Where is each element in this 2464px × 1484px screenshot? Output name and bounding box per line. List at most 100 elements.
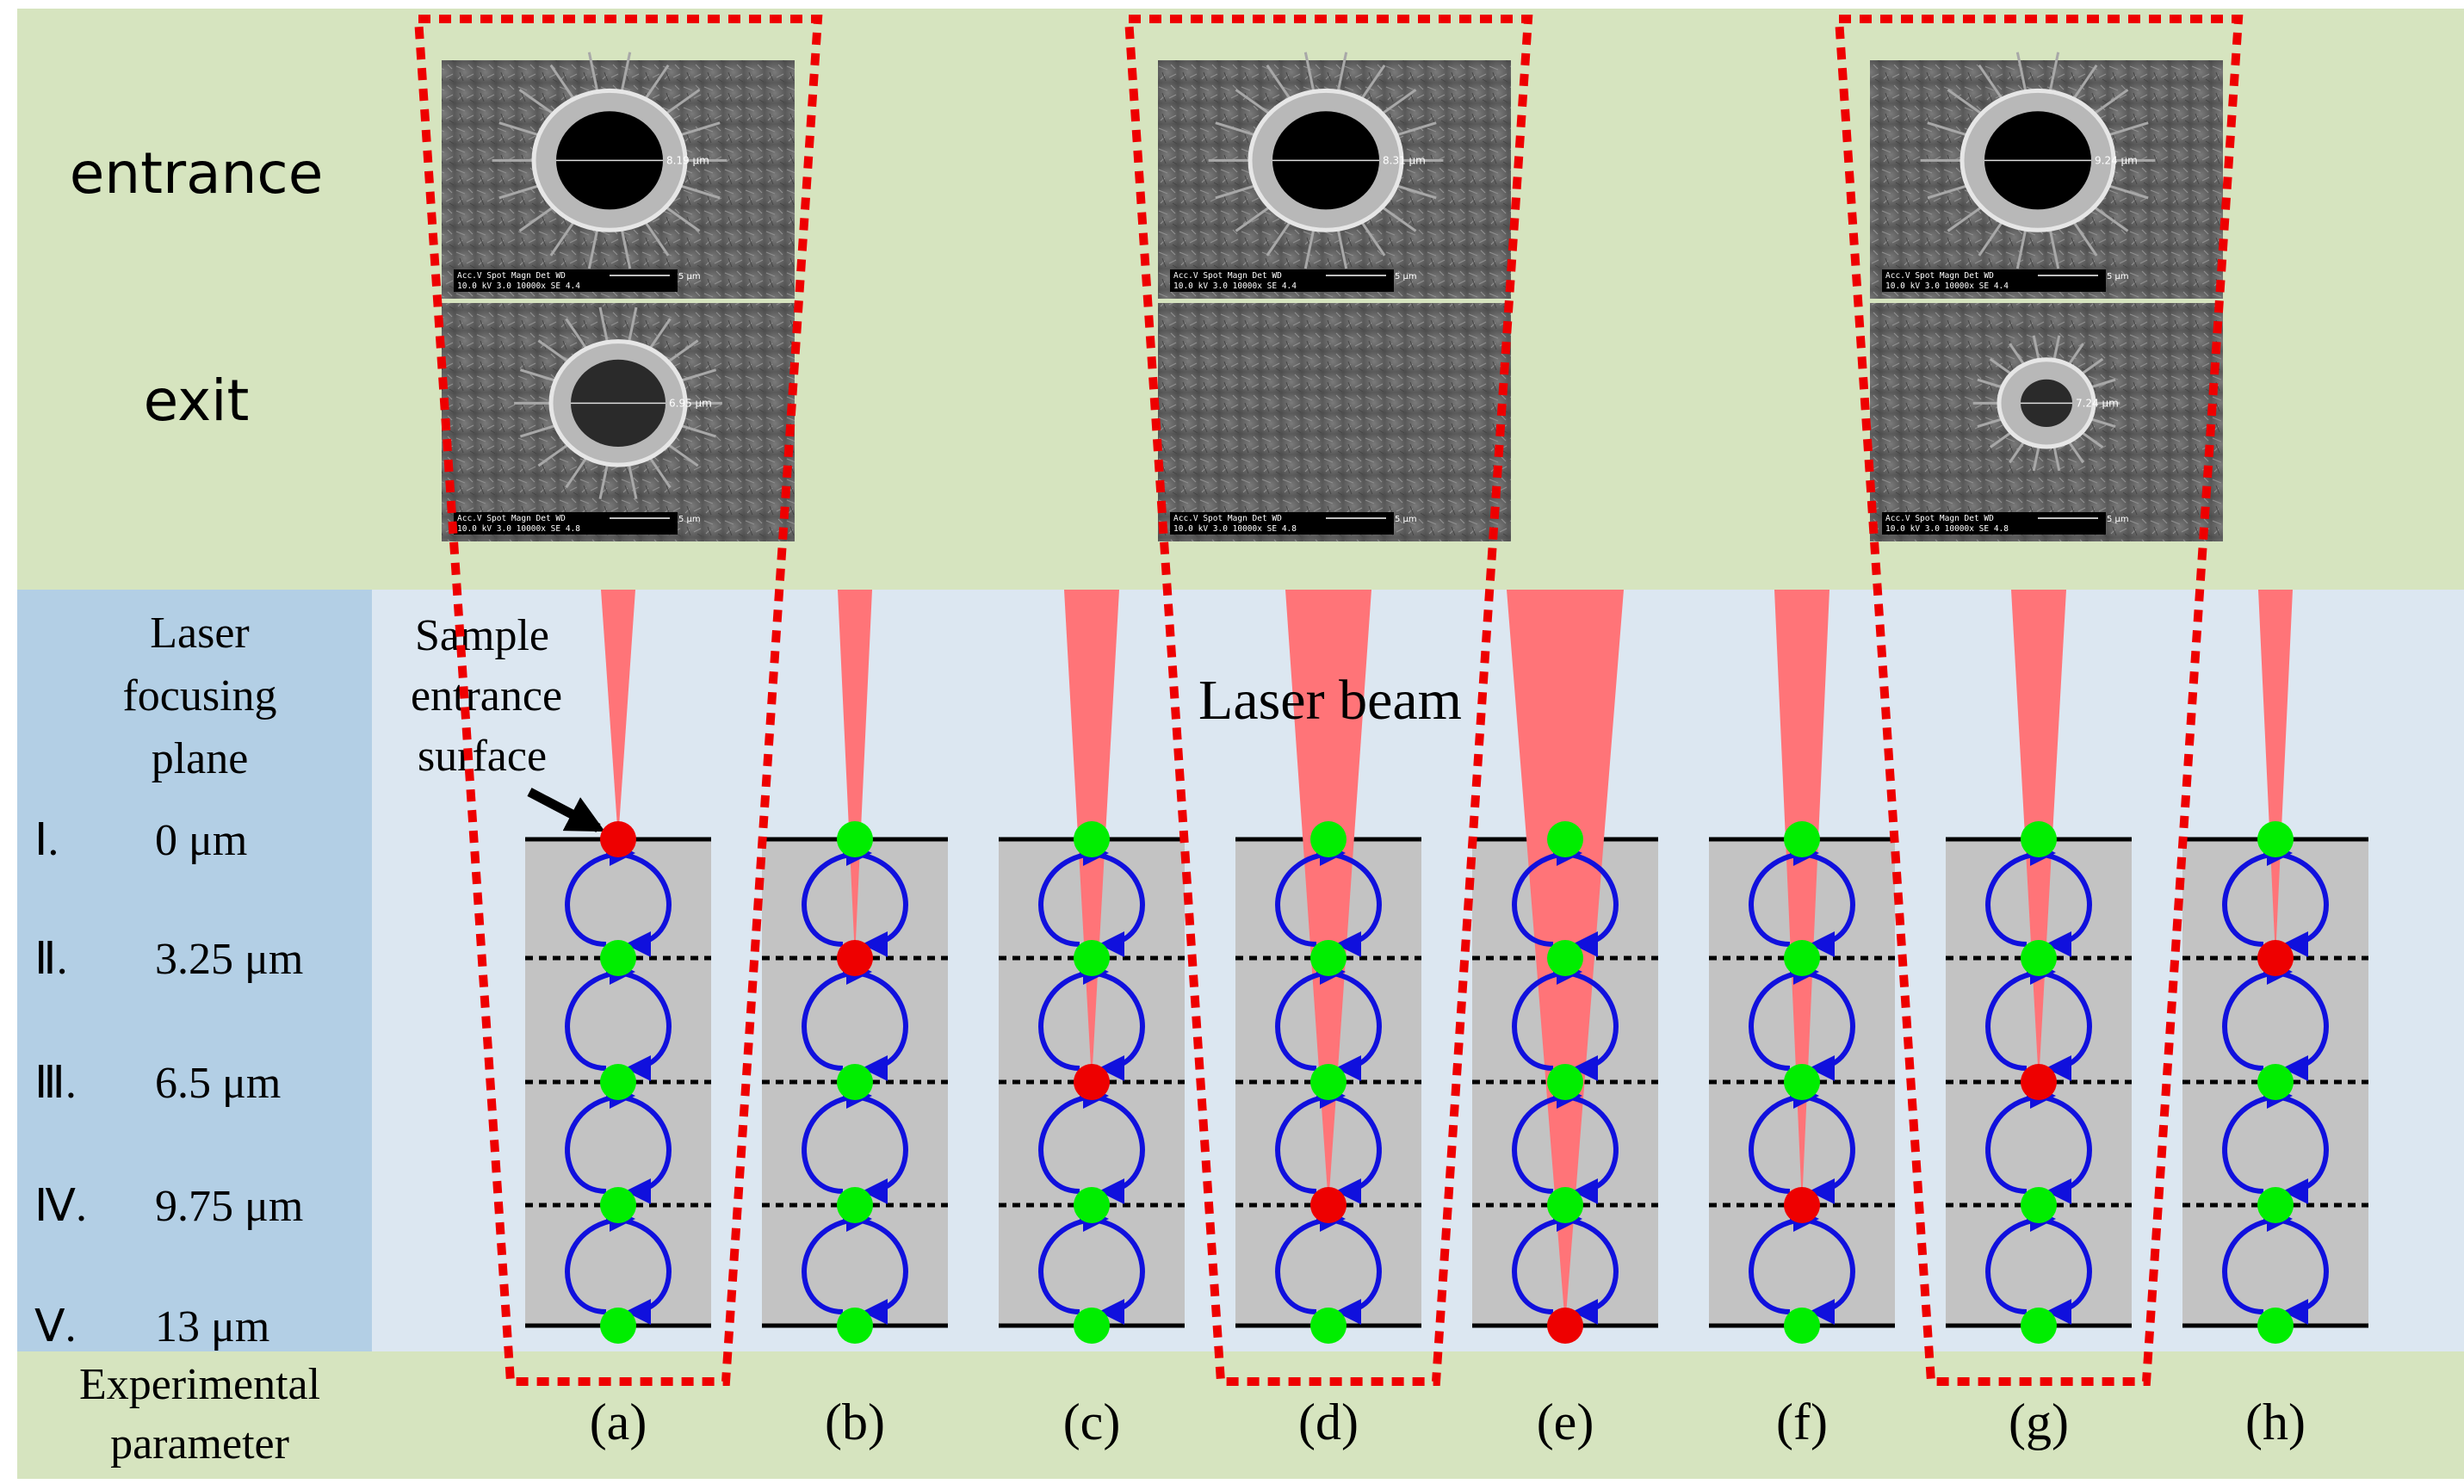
splatter-ray xyxy=(663,339,699,366)
splatter-ray xyxy=(565,454,590,489)
plane-depth: 6.5 μm xyxy=(155,1059,281,1108)
sem-info-text: Acc.V Spot Magn Det WD xyxy=(1885,514,1994,523)
column-a: (a) xyxy=(525,590,711,1450)
splatter-ray xyxy=(2071,64,2098,102)
scale-bar-label: 5 μm xyxy=(678,515,701,524)
measure-label: 9.24 μm xyxy=(2095,154,2138,166)
splatter-ray xyxy=(518,89,559,118)
arrow-up xyxy=(1038,1206,1109,1314)
bottom-band xyxy=(372,1351,2464,1479)
plane-point-green xyxy=(1547,821,1583,857)
sem-info-text: Acc.V Spot Magn Det WD xyxy=(1173,514,1282,523)
splatter-ray xyxy=(598,462,610,500)
arrow-up xyxy=(1749,840,1819,947)
arrow-up xyxy=(1275,840,1346,947)
arrow-up xyxy=(1512,959,1582,1071)
splatter-ray xyxy=(663,441,699,467)
sem-info-text: 10.0 kV 3.0 10000x SE 4.4 xyxy=(1173,281,1297,291)
scale-bar-label: 5 μm xyxy=(2107,515,2129,524)
plane-point-green xyxy=(1547,940,1583,976)
plane-point-green xyxy=(1784,1064,1820,1100)
measure-label: 8.31 μm xyxy=(1383,154,1426,166)
arrow-up xyxy=(565,840,635,947)
splatter-ray xyxy=(587,227,599,269)
splatter-ray xyxy=(2052,335,2061,362)
scale-bar-label: 5 μm xyxy=(678,272,701,281)
splatter-ray xyxy=(598,306,610,344)
measure-label: 6.95 μm xyxy=(669,397,712,409)
column-label: (h) xyxy=(2245,1394,2306,1450)
splatter-ray xyxy=(587,52,599,94)
plane-point-green xyxy=(837,1187,873,1223)
sem-info-text: Acc.V Spot Magn Det WD xyxy=(1885,271,1994,281)
splatter-ray xyxy=(1266,219,1293,257)
plane-point-green xyxy=(600,1064,636,1100)
plane-point-green xyxy=(600,1187,636,1223)
arrow-up xyxy=(2222,1083,2293,1194)
column-c: (c) xyxy=(999,590,1185,1450)
plane-point-green xyxy=(2021,940,2057,976)
splatter-ray xyxy=(660,203,701,232)
column-label: (d) xyxy=(1298,1394,1359,1450)
plane-depth: 3.25 μm xyxy=(155,935,303,984)
laser-beam-cone xyxy=(2258,590,2293,958)
plane-depth: 0 μm xyxy=(155,816,247,865)
bottom-band-left xyxy=(17,1351,372,1479)
scale-bar-label: 5 μm xyxy=(2107,272,2129,281)
sample-entrance-surface-annotation: Sample entrance surface xyxy=(411,611,605,832)
plane-point-green xyxy=(2021,1308,2057,1344)
column-label: (a) xyxy=(590,1394,647,1450)
experimental-parameter-label: Experimental parameter xyxy=(79,1360,320,1469)
column-label: (g) xyxy=(2009,1394,2069,1450)
splatter-ray xyxy=(1336,227,1348,269)
arrow-up xyxy=(802,1083,872,1194)
sem-info-bar xyxy=(1170,512,1394,535)
column-d: (d) xyxy=(1235,590,1421,1450)
arrow-up xyxy=(2222,1206,2293,1314)
plane-point-green xyxy=(2257,1308,2294,1344)
arrow-up xyxy=(1038,1083,1109,1194)
plane-point-green xyxy=(2257,821,2294,857)
splatter-ray xyxy=(642,219,670,257)
plane-point-green xyxy=(1784,1308,1820,1344)
highlight-boxes xyxy=(413,15,2244,1386)
arrow-up xyxy=(802,959,872,1071)
splatter-ray xyxy=(518,203,559,232)
measure-label: 7.24 μm xyxy=(2076,397,2119,409)
column-h: (h) xyxy=(2182,590,2368,1450)
arrow-up xyxy=(1749,1083,1819,1194)
plane-point-green xyxy=(1547,1187,1583,1223)
splatter-ray xyxy=(549,64,577,102)
laser-beam-cone xyxy=(1285,590,1371,1205)
splatter-ray xyxy=(660,89,701,118)
sem-info-bar xyxy=(454,269,678,292)
column-label: (e) xyxy=(1537,1394,1594,1450)
splatter-ray xyxy=(2066,343,2084,368)
splatter-ray xyxy=(2066,439,2084,464)
left-panel xyxy=(17,590,372,1351)
splatter-ray xyxy=(2009,439,2027,464)
plane-point-green xyxy=(837,1064,873,1100)
measure-label: 8.19 μm xyxy=(666,154,709,166)
arrow-up xyxy=(1985,1083,2056,1194)
splatter-ray xyxy=(2032,335,2040,362)
title-line-2: focusing xyxy=(122,671,276,720)
focus-point-red xyxy=(1074,1064,1110,1100)
splatter-ray xyxy=(1235,203,1275,232)
plane-point-green xyxy=(1547,1064,1583,1100)
plane-numeral: Ⅰ. xyxy=(34,816,59,865)
arrow-up xyxy=(2222,959,2293,1071)
arrow-up xyxy=(1038,840,1109,947)
splatter-ray xyxy=(2089,89,2129,118)
plane-point-green xyxy=(2257,1064,2294,1100)
splatter-ray xyxy=(647,454,672,489)
column-label: (f) xyxy=(1776,1394,1828,1450)
column-e: (e) xyxy=(1472,590,1658,1450)
splatter-ray xyxy=(2048,52,2060,94)
